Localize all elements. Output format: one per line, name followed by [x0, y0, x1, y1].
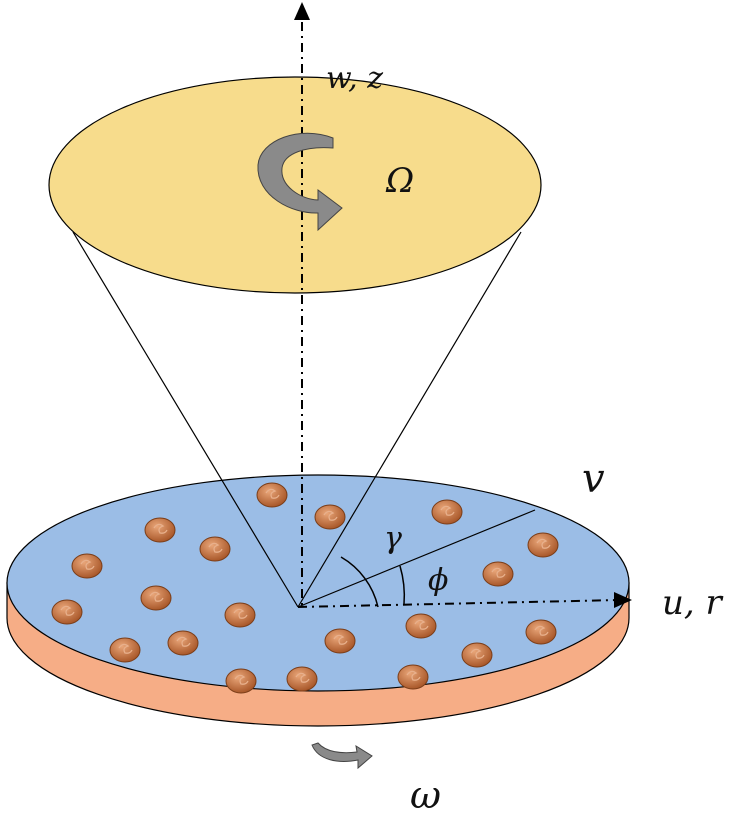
nanoparticle-highlight [265, 488, 280, 499]
angle-phi-arc [399, 565, 406, 605]
label-azimuthal: v [582, 456, 605, 502]
label-cone-rotation: Ω [385, 161, 414, 201]
nanoparticle-highlight [208, 542, 223, 553]
nanoparticle-icon [256, 482, 288, 508]
vertical-arrowhead [294, 2, 310, 20]
disk-top [6, 474, 630, 692]
label-gap-angle: ϕ [428, 563, 448, 598]
azimuthal-line [297, 509, 536, 608]
label-cone-angle: γ [384, 521, 402, 556]
nanoparticle-highlight [153, 523, 168, 534]
nanoparticle-icon [286, 666, 318, 692]
nanoparticle-icon [482, 561, 514, 587]
nanoparticle-highlight [295, 672, 310, 683]
radial-axis [297, 592, 632, 608]
nanoparticle-icon [461, 642, 493, 668]
nanoparticle-icon [225, 668, 257, 694]
nanoparticles [51, 482, 559, 694]
nanoparticle-icon [109, 637, 141, 663]
nanoparticle-highlight [233, 608, 248, 619]
cone [48, 76, 542, 608]
nanoparticle-highlight [534, 625, 549, 636]
nanoparticle-icon [405, 613, 437, 639]
nanoparticle-highlight [536, 538, 551, 549]
nanoparticle-highlight [333, 634, 348, 645]
nanoparticle-highlight [491, 567, 506, 578]
nanoparticle-highlight [176, 636, 191, 647]
cone-top [48, 76, 542, 294]
nanoparticle-highlight [60, 605, 75, 616]
label-vertical-axis: w, z [326, 61, 383, 96]
nanoparticle-icon [71, 553, 103, 579]
nanoparticle-highlight [470, 648, 485, 659]
nanoparticle-highlight [323, 510, 338, 521]
nanoparticle-highlight [414, 619, 429, 630]
nanoparticle-highlight [80, 559, 95, 570]
nanoparticle-icon [314, 504, 346, 530]
nanoparticle-highlight [440, 505, 455, 516]
nanoparticle-icon [144, 517, 176, 543]
nanoparticle-icon [140, 585, 172, 611]
cone-edge-left [72, 231, 299, 608]
curved-arrow-icon [257, 132, 343, 232]
vertical-axis [294, 2, 310, 607]
nanoparticle-icon [397, 664, 429, 690]
nanoparticle-icon [324, 628, 356, 654]
nanoparticle-highlight [234, 674, 249, 685]
nanoparticle-icon [167, 630, 199, 656]
nanoparticle-highlight [149, 591, 164, 602]
label-disk-rotation: ω [410, 773, 441, 813]
angle-gamma-arc [340, 556, 379, 608]
nanoparticle-icon [199, 536, 231, 562]
nanoparticle-highlight [406, 670, 421, 681]
cone-edge-right [297, 231, 522, 608]
nanoparticle-highlight [118, 643, 133, 654]
nanoparticle-icon [51, 599, 83, 625]
radial-arrowhead [614, 592, 632, 608]
label-radial-axis: u, r [662, 583, 724, 623]
nanoparticle-icon [224, 602, 256, 628]
disk-rotation-arrow-icon [311, 742, 373, 770]
nanoparticle-icon [431, 499, 463, 525]
nanoparticle-icon [525, 619, 557, 645]
nanoparticle-icon [527, 532, 559, 558]
